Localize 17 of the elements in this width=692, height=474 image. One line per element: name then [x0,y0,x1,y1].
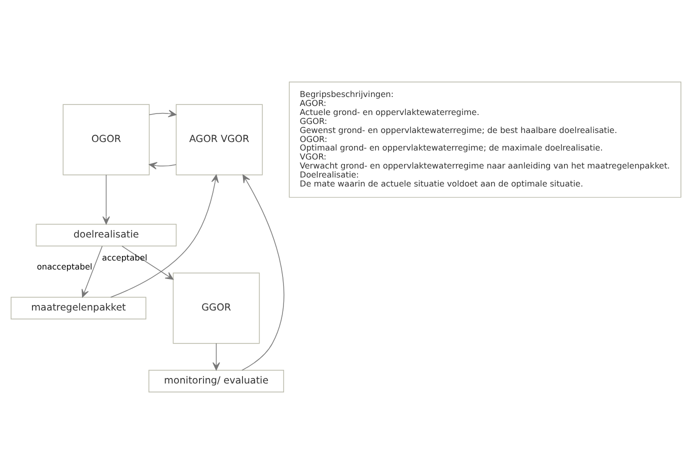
node-box: OGOR [62,104,150,176]
edge-label: acceptabel [102,252,148,262]
edge-label: onacceptabel [36,261,92,272]
node-box: GGOR [172,272,260,344]
arrow [242,174,284,371]
arrow [212,343,220,370]
arrow [148,110,176,118]
node-box: doelrealisatie [36,224,177,246]
arrow [102,174,110,225]
arrow [82,246,103,298]
node-box: AGOR VGOR [176,104,263,176]
node-box: Begripsbeschrijvingen: AGOR: Actuele grond- en oppervlaktewaterregime. GGOR: Gewenst grond- en oppervlaktewaterregime; de best haalbare doelrealisatie. OGOR: Optimaal grond- en oppervlaktewaterregime; de maximale doelrealisatie. VGOR: Verwacht grond- en oppervlaktewaterregime naar aanleiding van het maatregelenpakket. Doelrealisatie: De mate waarin de actuele situatie voldoet aan de optimale situatie. [288,82,682,198]
arrow [148,162,176,170]
node-box: maatregelenpakket [10,296,146,320]
arrow [122,246,174,280]
node-box: monitoring/ evaluatie [148,370,284,392]
arrow [110,174,219,298]
